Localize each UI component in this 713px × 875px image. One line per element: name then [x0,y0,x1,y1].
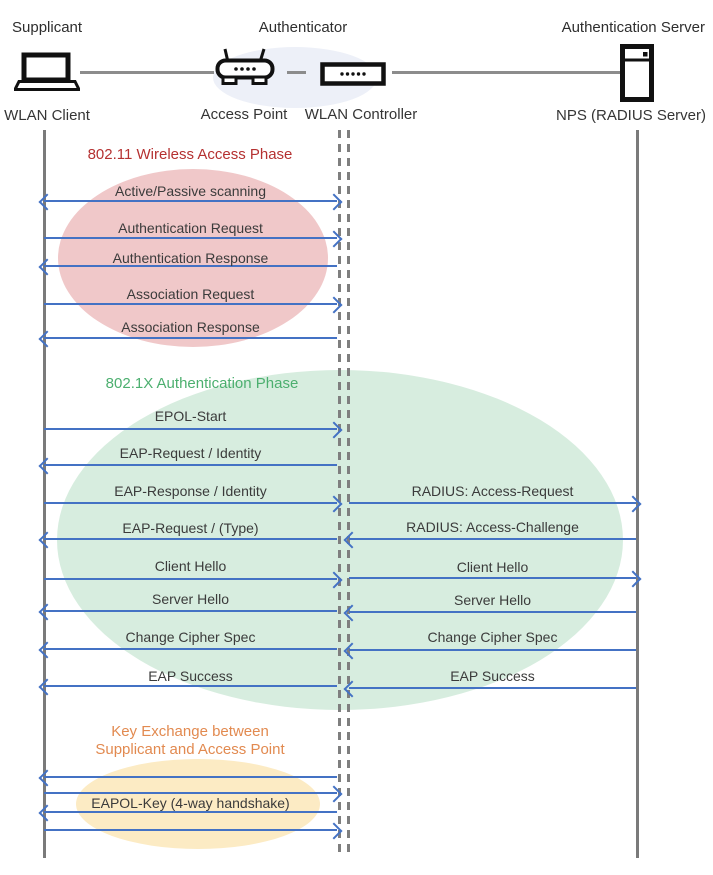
link-client-ap [80,71,214,74]
message-arrow [349,538,636,540]
node-label-wlan-client: WLAN Client [4,107,90,124]
message-arrow [349,502,636,504]
server-icon [620,44,654,102]
message-arrow [44,811,337,813]
role-label-authentication-server: Authentication Server [561,19,705,36]
lifeline-controller-dashed-2 [347,130,350,852]
node-label-access-point: Access Point [200,106,288,123]
message-label: Change Cipher Spec [427,629,558,645]
role-label-authenticator: Authenticator [258,19,348,36]
message-label: Server Hello [453,592,532,608]
wlan-controller-icon [320,62,386,86]
message-label: EAP Success [148,668,233,684]
phase1-ellipse [58,169,328,347]
phase3-title-line2: Supplicant and Access Point [95,741,285,758]
message-arrow [44,337,337,339]
message-arrow [44,578,337,580]
message-label: Client Hello [456,559,529,575]
lifeline-wlan-client [43,130,46,858]
message-arrow [44,776,337,778]
lifeline-controller-dashed-1 [338,130,341,852]
lifeline-radius-server [636,130,639,858]
message-arrow [44,829,337,831]
message-label: Association Response [121,319,260,335]
message-label: EAP Success [450,668,535,684]
message-label: Authentication Request [118,220,263,236]
message-arrow [44,610,337,612]
message-label: Authentication Response [112,250,269,266]
access-point-icon [215,48,275,85]
message-label: EAP-Request / (Type) [122,520,259,536]
message-label: Change Cipher Spec [125,629,256,645]
link-controller-server [392,71,620,74]
link-ap-controller [287,71,306,74]
message-arrow [44,792,337,794]
message-arrow [44,648,337,650]
message-arrow [44,200,337,202]
message-arrow [44,237,337,239]
message-label: Association Request [126,286,255,302]
laptop-icon [14,52,80,91]
message-arrow [349,649,636,651]
message-arrow [44,502,337,504]
phase2-title: 802.1X Authentication Phase [105,375,299,392]
message-label: Client Hello [154,558,227,574]
node-label-wlan-controller: WLAN Controller [304,106,418,123]
role-label-supplicant: Supplicant [12,19,83,36]
message-arrow [349,577,636,579]
message-label: EPOL-Start [154,408,227,424]
message-arrow [44,685,337,687]
message-label: EAPOL-Key (4-way handshake) [91,795,290,811]
phase1-title: 802.11 Wireless Access Phase [87,146,293,163]
message-arrow [44,428,337,430]
phase3-title: Key Exchange between Supplicant and Acce… [50,723,330,759]
phase3-title-line1: Key Exchange between [111,723,269,740]
message-arrow [349,687,636,689]
message-arrow [44,303,337,305]
message-arrow [349,611,636,613]
node-label-nps-radius-server: NPS (RADIUS Server) [555,107,707,124]
message-label: Server Hello [151,591,230,607]
message-label: RADIUS: Access-Challenge [406,519,579,535]
message-arrow [44,464,337,466]
message-label: Active/Passive scanning [115,183,266,199]
phase3-ellipse [76,759,320,849]
message-label: EAP-Request / Identity [119,445,262,461]
message-label: RADIUS: Access-Request [411,483,574,499]
message-arrow [44,538,337,540]
message-label: EAP-Response / Identity [114,483,267,499]
message-arrow [44,265,337,267]
